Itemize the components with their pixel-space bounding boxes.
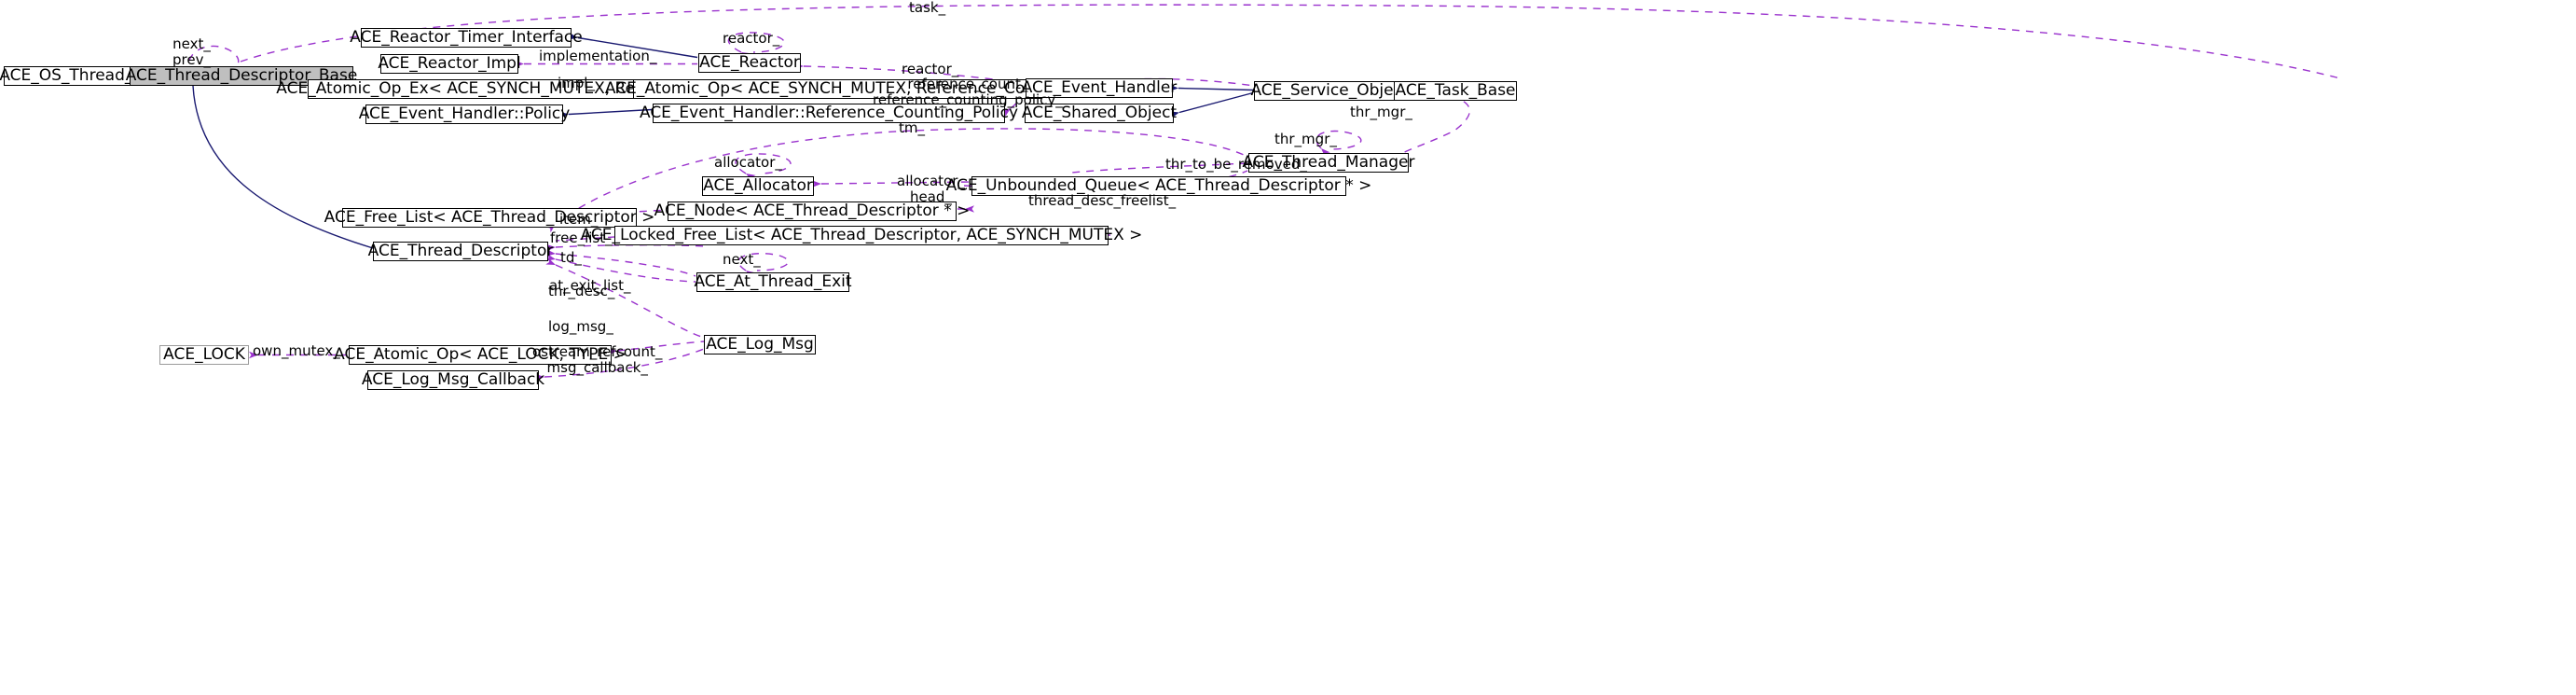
edge-label-td: td_ [560,250,582,266]
node-label: ACE_Thread_Descriptor [367,242,554,260]
edge-label-next-prev: next_ prev_ [172,36,211,68]
edge-label-item: item_ [559,212,598,228]
node-label: ACE_Event_Handler [1021,78,1178,97]
node-ace-lock[interactable]: ACE_LOCK [159,345,249,365]
node-ace-reactor[interactable]: ACE_Reactor [698,53,801,73]
label-text-line1: next_ [172,35,211,52]
node-label: ACE_Task_Base [1395,81,1516,100]
edge-label-reference-count: reference_count_ reference_counting_poli… [873,76,1063,108]
label-text-line1: allocator_ [897,173,965,189]
node-label: ACE_Allocator [703,176,813,195]
node-label: ACE_Thread_Descriptor_Base [125,66,358,85]
label-text: log_msg_ [548,318,613,335]
label-text: at_exit_list_ [549,277,631,294]
label-text: task_ [909,0,946,16]
edge-label-tm: tm_ [899,120,925,136]
edge-label-reactor-self: reactor_ [723,31,779,47]
label-text: implementation_ [539,48,657,64]
node-ace-atomic-op-lock[interactable]: ACE_Atomic_Op< ACE_LOCK, TYPE > [334,345,627,365]
node-ace-shared-object[interactable]: ACE_Shared_Object [1021,104,1178,123]
node-label: ACE_Reactor_Impl [378,54,521,73]
label-text-line2: msg_callback_ [546,358,648,376]
label-text-line1: reference_count_ [907,76,1028,92]
label-text-line2: reference_counting_policy_ [873,90,1063,108]
node-label: ACE_Event_Handler::Policy [358,104,571,123]
label-text: td_ [560,249,582,266]
node-ace-log-msg[interactable]: ACE_Log_Msg [704,335,816,354]
node-label: ACE_Service_Object [1250,81,1409,100]
node-label: ACE_Shared_Object [1021,104,1178,122]
node-label: ACE_Atomic_Op< ACE_LOCK, TYPE > [334,345,627,364]
node-label: ACE_Event_Handler::Reference_Counting_Po… [639,104,1019,122]
node-ace-event-handler-reference-counting-policy[interactable]: ACE_Event_Handler::Reference_Counting_Po… [640,104,1018,123]
node-label: ACE_Reactor_Timer_Interface [350,28,583,47]
node-ace-thread-manager[interactable]: ACE_Thread_Manager [1243,153,1414,173]
node-label: ACE_Node< ACE_Thread_Descriptor * > [654,202,971,220]
node-ace-reactor-impl[interactable]: ACE_Reactor_Impl [378,54,521,74]
label-text: next_ [723,251,761,268]
node-ace-reactor-timer-interface[interactable]: ACE_Reactor_Timer_Interface [350,28,583,48]
node-ace-unbounded-queue[interactable]: ACE_Unbounded_Queue< ACE_Thread_Descript… [946,176,1371,196]
node-ace-thread-descriptor-base[interactable]: ACE_Thread_Descriptor_Base [126,66,357,86]
edge-label-allocator-self: allocator_ [714,155,782,171]
node-ace-node-thread-descriptor[interactable]: ACE_Node< ACE_Thread_Descriptor * > [654,202,970,221]
label-text: tm_ [899,119,925,136]
edge-label-implementation: implementation_ [539,49,656,64]
edge-label-free-list: free_list_ [550,230,613,246]
edge-label-allocator-head: allocator_ head_ [897,174,965,205]
node-ace-thread-descriptor[interactable]: ACE_Thread_Descriptor [368,242,553,261]
label-text-line2: prev_ [172,50,211,68]
label-text: own_mutex_ [253,342,340,359]
edge-label-log-msg: log_msg_ [548,319,613,335]
node-ace-service-object[interactable]: ACE_Service_Object [1250,81,1409,101]
node-label: ACE_Free_List< ACE_Thread_Descriptor > [324,208,655,227]
node-label: ACE_Reactor [699,53,800,72]
node-ace-atomic-op[interactable]: ACE_Atomic_Op< ACE_SYNCH_MUTEX, Referenc… [605,79,1069,99]
label-text: item_ [559,211,599,228]
label-text: thr_mgr_ [1274,131,1337,147]
label-text: thr_to_be_removed_ [1165,156,1307,173]
node-label: ACE_Thread_Manager [1242,153,1415,172]
node-label: ACE_Log_Msg [706,335,814,354]
edge-label-task: task_ [909,0,945,16]
node-ace-locked-free-list[interactable]: ACE_Locked_Free_List< ACE_Thread_Descrip… [581,226,1142,245]
node-ace-log-msg-callback[interactable]: ACE_Log_Msg_Callback [362,370,544,390]
label-text: allocator_ [714,154,782,171]
edge-label-thr-to-be-removed: thr_to_be_removed_ [1165,157,1307,173]
label-text: free_list_ [550,229,613,246]
node-ace-at-thread-exit[interactable]: ACE_At_Thread_Exit [694,272,852,292]
node-label: ACE_Unbounded_Queue< ACE_Thread_Descript… [945,176,1372,195]
node-ace-free-list[interactable]: ACE_Free_List< ACE_Thread_Descriptor > [324,208,654,228]
label-text-line1: ostream_refcount_ [532,343,663,360]
edge-label-own-mutex: own_mutex_ [253,343,340,359]
node-ace-event-handler-policy[interactable]: ACE_Event_Handler::Policy [359,104,570,124]
edge-label-thr-desc: thr_desc_ [548,284,614,299]
node-label: ACE_LOCK [163,345,245,364]
edge-label-impl: impl_ [558,76,595,91]
node-ace-task-base[interactable]: ACE_Task_Base [1394,81,1517,101]
node-ace-allocator[interactable]: ACE_Allocator [702,176,814,196]
edge-label-reactor: reactor_ [902,62,958,77]
label-text: thread_desc_freelist_ [1028,192,1177,209]
label-text-line2: head_ [909,188,952,205]
node-label: ACE_Locked_Free_List< ACE_Thread_Descrip… [580,226,1143,244]
label-text: thr_mgr_ [1350,104,1412,120]
label-text: reactor_ [902,61,959,77]
label-text: thr_desc_ [548,283,615,299]
edge-label-at-exit-list: at_exit_list_ [549,278,631,294]
edge-label-next: next_ [723,252,761,268]
label-text: impl_ [558,75,595,91]
node-label: ACE_Log_Msg_Callback [361,370,545,389]
node-label: ACE_At_Thread_Exit [694,272,852,291]
node-ace-event-handler[interactable]: ACE_Event_Handler [1022,78,1177,98]
label-text: reactor_ [723,30,780,47]
edge-label-thread-desc-freelist: thread_desc_freelist_ [1028,193,1176,209]
edge-label-ostream-refcount: ostream_refcount_ msg_callback_ [532,344,662,376]
edge-label-thr-mgr-right: thr_mgr_ [1350,104,1412,120]
node-label: ACE_Atomic_Op< ACE_SYNCH_MUTEX, Referenc… [604,79,1070,98]
edge-label-thr-mgr: thr_mgr_ [1274,132,1337,147]
